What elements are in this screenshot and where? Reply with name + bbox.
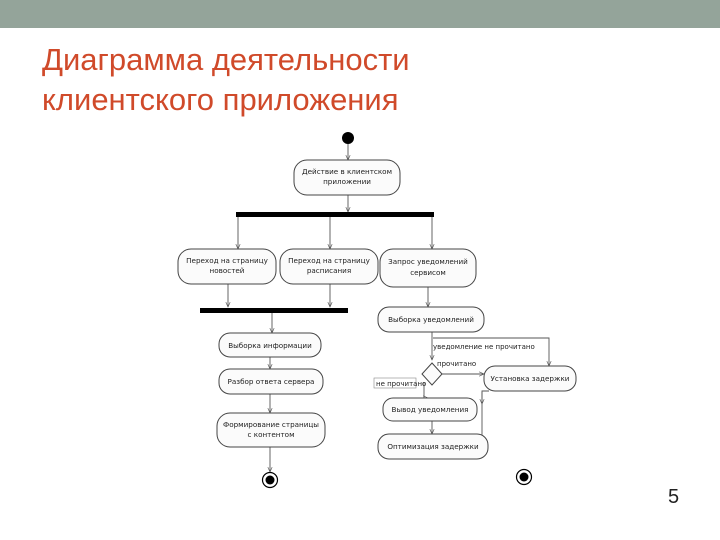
svg-text:Оптимизация задержки: Оптимизация задержки xyxy=(387,442,479,451)
svg-text:Установка задержки: Установка задержки xyxy=(491,374,570,383)
svg-text:Выборка уведомлений: Выборка уведомлений xyxy=(388,315,474,324)
svg-text:новостей: новостей xyxy=(210,266,245,275)
activity-schedule-page: Переход на страницу расписания xyxy=(279,248,379,285)
activity-notify-request: Запрос уведомлений сервисом xyxy=(379,248,477,288)
slide-title: Диаграмма деятельности клиентского прило… xyxy=(42,40,410,120)
svg-text:Формирование страницы: Формирование страницы xyxy=(223,420,319,429)
guard-read: прочитано xyxy=(437,360,476,368)
slide-title-line-1: Диаграмма деятельности xyxy=(42,42,410,77)
activity-select-notifications: Выборка уведомлений xyxy=(377,306,485,333)
activity-show-notification: Вывод уведомления xyxy=(382,397,478,422)
svg-text:Разбор ответа сервера: Разбор ответа сервера xyxy=(228,377,315,386)
svg-text:Переход на страницу: Переход на страницу xyxy=(288,256,370,265)
guard-not-read-left-box xyxy=(373,377,417,389)
join-bar xyxy=(200,308,348,313)
svg-text:Выборка информации: Выборка информации xyxy=(228,341,312,350)
activity-optimize-delay: Оптимизация задержки xyxy=(377,433,489,460)
guard-not-read-left: не прочитано xyxy=(376,380,426,388)
guard-not-read-top: уведомление не прочитано xyxy=(433,343,535,351)
svg-text:Запрос уведомлений: Запрос уведомлений xyxy=(388,257,468,266)
svg-text:Действие в клиентском: Действие в клиентском xyxy=(302,167,392,176)
svg-text:Переход на страницу: Переход на страницу xyxy=(186,256,268,265)
svg-text:с контентом: с контентом xyxy=(248,430,295,439)
activity-news-page: Переход на страницу новостей xyxy=(177,248,277,285)
fork-bar xyxy=(236,212,434,217)
activity-parse-response: Разбор ответа сервера xyxy=(218,368,324,395)
activity-client-action: Действие в клиентском приложении xyxy=(293,159,401,196)
decision-node xyxy=(421,362,443,386)
svg-text:сервисом: сервисом xyxy=(410,268,446,277)
svg-text:приложении: приложении xyxy=(323,177,371,186)
final-node-right xyxy=(515,468,533,486)
activity-select-info: Выборка информации xyxy=(218,332,322,358)
svg-text:Вывод уведомления: Вывод уведомления xyxy=(392,405,469,414)
final-node-left xyxy=(261,471,279,489)
initial-node xyxy=(342,132,354,144)
activity-set-delay: Установка задержки xyxy=(483,365,577,392)
slide-title-line-2: клиентского приложения xyxy=(42,82,399,117)
top-bar xyxy=(0,0,720,28)
page-number: 5 xyxy=(668,486,680,508)
activity-build-page: Формирование страницы с контентом xyxy=(216,412,326,448)
svg-text:расписания: расписания xyxy=(307,266,351,275)
